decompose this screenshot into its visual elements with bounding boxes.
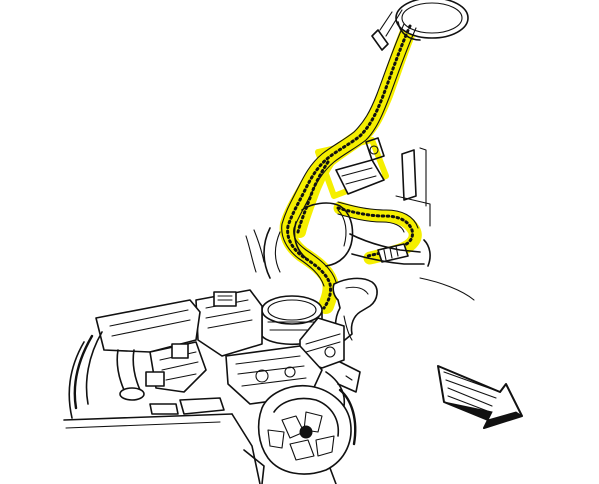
sensor-bracket bbox=[335, 137, 431, 263]
harness-highlight-bracket bbox=[315, 137, 389, 199]
alternator bbox=[243, 384, 357, 484]
left-engine-components bbox=[68, 299, 225, 419]
lower-radiator bbox=[63, 413, 261, 484]
direction-arrow-icon bbox=[437, 365, 524, 429]
intake-tube bbox=[263, 202, 431, 279]
top-cap bbox=[371, 0, 469, 51]
harness-outline bbox=[281, 23, 419, 310]
accessory-bracket bbox=[325, 361, 361, 407]
background-sketch bbox=[245, 229, 475, 301]
throttle-body bbox=[195, 289, 345, 405]
